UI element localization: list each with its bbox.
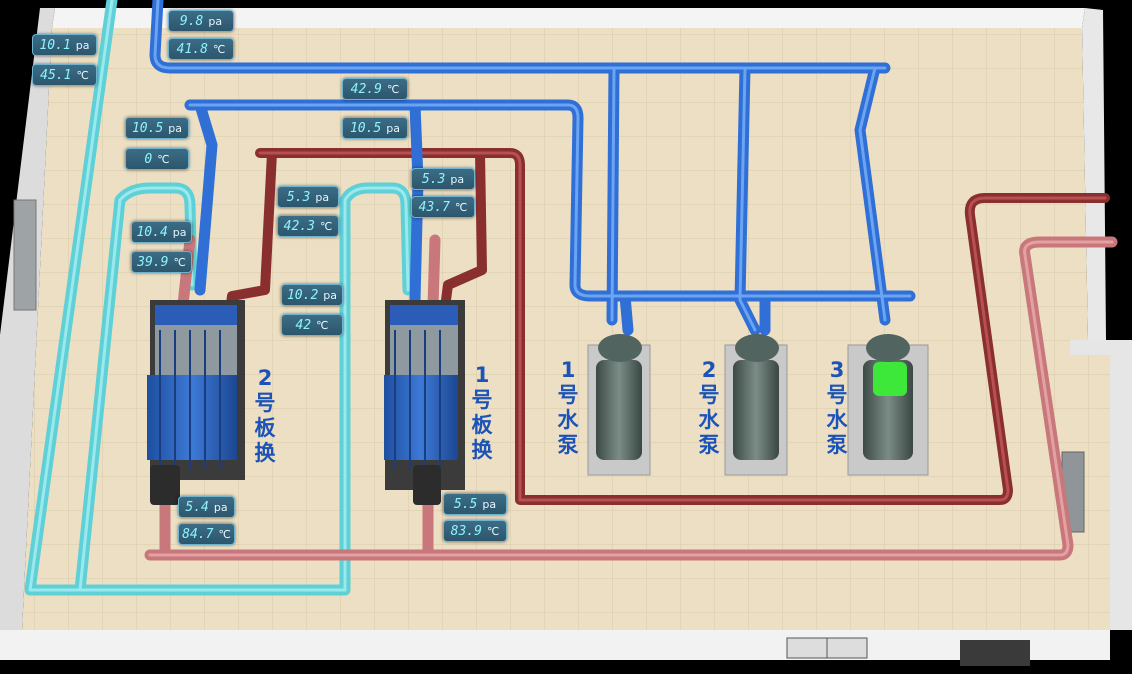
label-char: 换 [471, 438, 493, 462]
value: 42.3 [283, 218, 315, 234]
pump-3-running-indicator [873, 362, 907, 396]
readout-r12: 43.7 ℃ [411, 196, 475, 218]
label-char: 水 [826, 408, 848, 432]
label-char: 泵 [698, 433, 720, 457]
unit: ℃ [218, 527, 231, 541]
label-char: 2 [257, 366, 273, 390]
readout-r5: 42.9 ℃ [342, 78, 408, 100]
value: 5.3 [286, 189, 311, 205]
readout-r3: 9.8 pa [168, 10, 234, 32]
label-char: 号 [826, 383, 848, 407]
heat-exchanger-1[interactable] [384, 300, 465, 505]
value: 42 [295, 317, 312, 333]
unit: ℃ [319, 219, 333, 233]
label-char: 水 [698, 408, 720, 432]
aux-pipe-network [24, 0, 414, 596]
label-char: 2 [701, 358, 717, 382]
unit: pa [208, 14, 223, 28]
readout-r9: 5.3 pa [277, 186, 339, 208]
readout-r14: 39.9 ℃ [131, 251, 192, 273]
hot-pipe-network [144, 148, 1118, 561]
value: 10.2 [286, 287, 319, 303]
label-char: 号 [698, 383, 720, 407]
readout-r16: 42 ℃ [281, 314, 343, 336]
readout-r10: 42.3 ℃ [277, 215, 339, 237]
unit: pa [450, 172, 465, 186]
value: 45.1 [40, 67, 72, 83]
label-char: 换 [254, 441, 276, 465]
value: 42.9 [350, 81, 382, 97]
label-pump-3: 3 号 水 泵 [822, 358, 852, 458]
value: 5.5 [453, 496, 478, 512]
value: 10.4 [136, 224, 168, 240]
readout-r13: 10.4 pa [131, 221, 192, 243]
label-pump-2: 2 号 水 泵 [694, 358, 724, 458]
label-pump-1: 1 号 水 泵 [553, 358, 583, 458]
value: 39.9 [137, 254, 169, 270]
unit: ℃ [316, 318, 329, 332]
vent-bottom [960, 640, 1030, 666]
readout-r19: 5.5 pa [443, 493, 507, 515]
value: 9.8 [179, 13, 204, 29]
unit: pa [482, 497, 497, 511]
heat-exchanger-2[interactable] [147, 300, 245, 505]
readout-r15: 10.2 pa [281, 284, 343, 306]
readout-r8: 0℃ [125, 148, 189, 170]
readout-r11: 5.3 pa [411, 168, 475, 190]
value: 84.7 [182, 526, 214, 542]
readout-r1: 10.1 pa [32, 34, 97, 56]
label-char: 号 [471, 388, 493, 412]
unit: pa [172, 225, 187, 239]
unit: ℃ [386, 82, 400, 96]
label-char: 号 [557, 383, 579, 407]
label-heat-exchanger-2: 2 号 板 换 [250, 366, 280, 466]
unit: ℃ [76, 68, 89, 82]
unit: ℃ [173, 255, 186, 269]
unit: pa [213, 500, 228, 514]
value: 10.5 [349, 120, 382, 136]
unit: pa [386, 121, 401, 135]
label-char: 1 [560, 358, 576, 382]
readout-r2: 45.1 ℃ [32, 64, 97, 86]
unit: ℃ [454, 200, 468, 214]
value: 83.9 [450, 523, 482, 539]
label-char: 泵 [826, 433, 848, 457]
label-char: 3 [829, 358, 845, 382]
value: 5.3 [421, 171, 446, 187]
value: 10.1 [39, 37, 71, 53]
readout-r17: 5.4 pa [178, 496, 235, 518]
door-left [13, 199, 37, 311]
unit: ℃ [486, 524, 500, 538]
label-heat-exchanger-1: 1 号 板 换 [467, 363, 497, 463]
readout-r20: 83.9 ℃ [443, 520, 507, 542]
pump-2[interactable] [724, 334, 788, 476]
unit: pa [315, 190, 330, 204]
unit: pa [168, 121, 183, 135]
label-char: 号 [254, 391, 276, 415]
readout-r4: 41.8 ℃ [168, 38, 234, 60]
value: 5.4 [185, 499, 209, 515]
readout-r7: 10.5 pa [342, 117, 408, 139]
value: 0 [144, 151, 153, 167]
label-char: 水 [557, 408, 579, 432]
pump-3[interactable] [847, 334, 929, 476]
value: 41.8 [176, 41, 208, 57]
readout-r6: 10.5 pa [125, 117, 189, 139]
label-char: 板 [471, 413, 493, 437]
unit: ℃ [157, 152, 170, 166]
unit: pa [75, 38, 90, 52]
label-char: 1 [474, 363, 490, 387]
pump-1[interactable] [587, 334, 651, 476]
label-char: 板 [254, 416, 276, 440]
value: 43.7 [418, 199, 450, 215]
unit: pa [323, 288, 338, 302]
value: 10.5 [131, 120, 164, 136]
unit: ℃ [212, 42, 226, 56]
readout-r18: 84.7 ℃ [178, 523, 235, 545]
label-char: 泵 [557, 433, 579, 457]
